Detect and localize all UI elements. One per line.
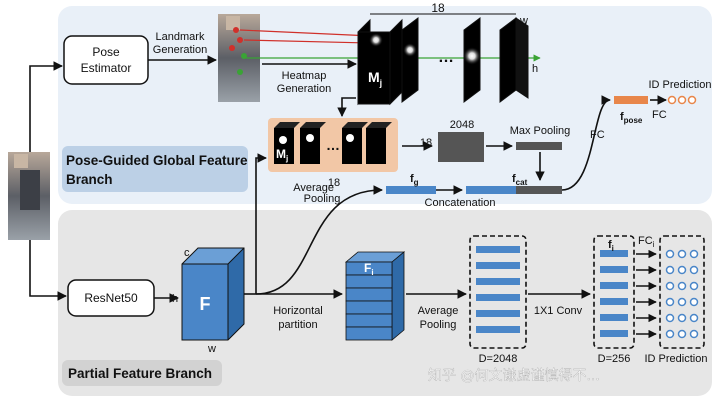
heatmap-stack xyxy=(357,17,529,106)
global-branch-title-line2: Branch xyxy=(66,172,113,187)
pooled-label: Mj xyxy=(276,147,288,163)
feature-dim-w: w xyxy=(207,343,216,355)
fci-label: FCi xyxy=(638,235,655,249)
d2048-dashed-box xyxy=(469,235,527,349)
landmark-line-red-1 xyxy=(239,29,373,40)
avg-pool-top-label-line1: Average xyxy=(293,182,334,194)
heatmap-dim-h: h xyxy=(532,63,538,75)
conv1x1-label: 1X1 Conv xyxy=(534,305,583,317)
id-prediction-dashed-box xyxy=(659,235,705,349)
partitioned-stripes xyxy=(344,251,406,341)
heatmap-gen-label-line2: Generation xyxy=(277,83,331,95)
landmark-gen-label-line2: Generation xyxy=(153,44,207,56)
fcat-label: fcat xyxy=(512,173,528,187)
pooled-count: 18 xyxy=(328,177,340,189)
arrow-fc-to-fpose xyxy=(561,95,611,191)
pose-estimator-box xyxy=(63,35,149,85)
pose-estimator-label-line1: Pose xyxy=(92,45,120,59)
fc-right-label: FC xyxy=(652,109,667,121)
partial-branch-title-box xyxy=(62,360,222,386)
fcat-vector-blue xyxy=(466,186,516,194)
stripes-label: Fi xyxy=(364,261,374,277)
feature-dim-h: h xyxy=(172,293,178,305)
landmark-image xyxy=(218,14,260,102)
fi-label: fi xyxy=(608,239,614,253)
arrow-18-label: 18 xyxy=(420,137,432,149)
d256-vectors xyxy=(600,250,628,337)
id-prediction-top-label: ID Prediction xyxy=(649,79,712,91)
partial-branch-title: Partial Feature Branch xyxy=(68,366,212,381)
resnet-label: ResNet50 xyxy=(84,291,138,305)
fcat-vector-grey xyxy=(516,186,562,194)
d256-dashed-box xyxy=(593,235,635,349)
fg-vector xyxy=(386,186,436,194)
landmark-gen-label-line1: Landmark xyxy=(156,31,205,43)
watermark-text: 知乎 @何文谦虚谨慎得不... xyxy=(428,367,600,384)
heatmap-label: Mj xyxy=(368,69,382,88)
heatmap-dim-w: w xyxy=(519,15,528,27)
id-prediction-bottom-label: ID Prediction xyxy=(645,353,708,365)
d2048-label: D=2048 xyxy=(479,353,518,365)
fpose-vector xyxy=(614,96,648,104)
dim-2048-label: 2048 xyxy=(450,119,474,131)
input-person-image xyxy=(8,152,50,240)
pose-estimator-label-line2: Estimator xyxy=(81,61,132,75)
arrow-f-to-pooled xyxy=(255,153,267,294)
heatmap-ellipsis: … xyxy=(438,49,454,66)
fg-label: fg xyxy=(410,173,419,187)
d2048-vectors xyxy=(476,246,520,333)
avg-pool-bottom-line2: Pooling xyxy=(420,319,457,331)
heatmap-gen-label-line1: Heatmap xyxy=(282,70,327,82)
pose-feature-block xyxy=(438,132,484,162)
arrow-to-resnet xyxy=(29,240,67,301)
arrow-to-pose-estimator xyxy=(29,61,63,152)
feature-dim-c: c xyxy=(184,247,190,259)
concatenation-label: Concatenation xyxy=(425,197,496,209)
horizontal-partition-line2: partition xyxy=(278,319,317,331)
global-branch-title-box xyxy=(62,146,248,192)
fc-i-arrows xyxy=(636,249,657,339)
pooled-heatmap-stack xyxy=(274,122,392,164)
id-prediction-top-circles xyxy=(667,95,697,105)
fc-up-label: FC xyxy=(590,129,605,141)
d256-label: D=256 xyxy=(598,353,631,365)
arrow-f-to-fg xyxy=(255,185,383,295)
feature-map-letter: F xyxy=(200,294,211,314)
global-branch-title-line1: Pose-Guided Global Feature xyxy=(66,153,248,168)
avg-pool-top-label-line2: Pooling xyxy=(304,193,341,205)
pooled-ellipsis: … xyxy=(326,137,340,153)
arrow-heatmap-to-pooled xyxy=(337,97,356,117)
id-prediction-circles xyxy=(665,249,699,339)
max-pooling-label: Max Pooling xyxy=(510,125,571,137)
fpose-label: fpose xyxy=(620,111,643,125)
feature-map-cube xyxy=(181,247,245,341)
avg-pool-bottom-line1: Average xyxy=(418,305,459,317)
heatmap-count: 18 xyxy=(431,1,445,15)
max-pooled-vector xyxy=(516,142,562,150)
horizontal-partition-line1: Horizontal xyxy=(273,305,323,317)
